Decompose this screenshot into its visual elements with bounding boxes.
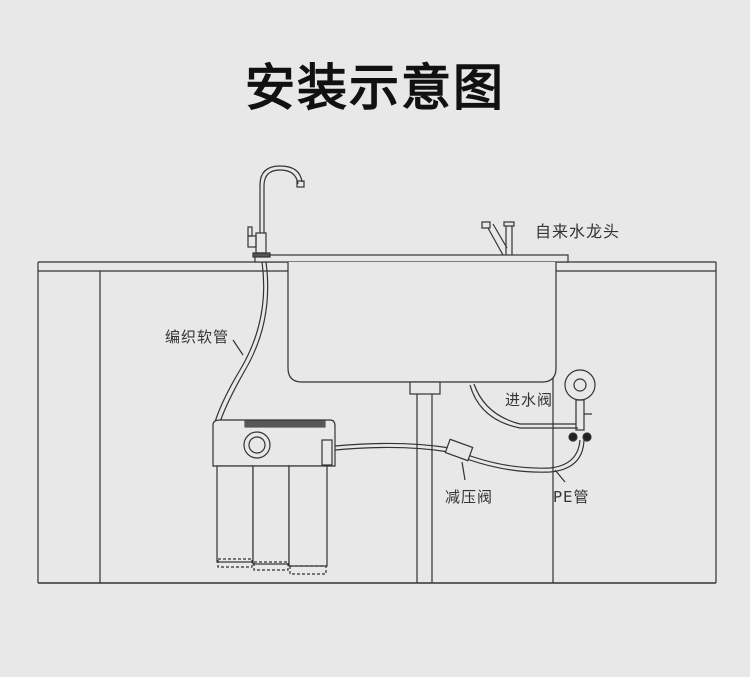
tube [334, 439, 581, 469]
page-title: 安装示意图 [245, 59, 505, 117]
tap-faucet [481, 221, 515, 256]
label-braided-hose: 编织软管 [165, 328, 230, 346]
water-filter [212, 419, 336, 575]
pressure-reducing-valve [444, 438, 474, 462]
label-pressure-valve: 减压阀 [445, 488, 494, 506]
label-inlet-valve: 进水阀 [505, 391, 554, 409]
purifier-faucet [247, 165, 305, 258]
label-pe-pipe: PE管 [553, 488, 590, 506]
label-tap: 自来水龙头 [535, 222, 621, 241]
braided-hose [214, 261, 265, 423]
sink [254, 254, 569, 583]
inlet-valve [469, 369, 596, 442]
